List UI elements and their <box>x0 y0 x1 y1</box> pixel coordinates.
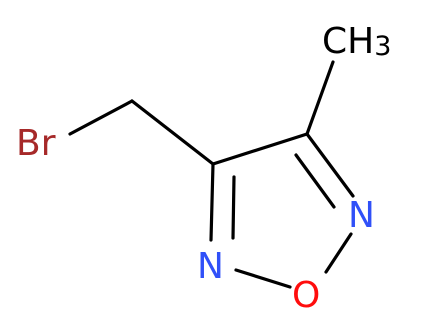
bond-br-ch2 <box>68 99 134 136</box>
oxygen-label: O <box>292 275 320 316</box>
bond-n-left-c3-2 <box>231 175 236 240</box>
bond-c4-ch3 <box>305 60 335 136</box>
bonds-group <box>68 60 355 289</box>
atom-labels: Br N N O CH3 <box>16 21 391 316</box>
methyl-symbol: CH <box>322 21 374 62</box>
bond-c3-c4 <box>211 132 309 166</box>
bond-c4-n-right-2 <box>294 153 336 209</box>
bond-n-left-c3-1 <box>209 162 215 242</box>
bond-n-right-o <box>324 232 353 274</box>
methyl-subscript: 3 <box>374 31 391 62</box>
methyl-label: CH3 <box>322 21 391 62</box>
bond-ch2-c3 <box>130 99 215 166</box>
nitrogen-left-label: N <box>197 246 224 287</box>
bromine-label: Br <box>16 123 56 164</box>
bond-c4-n-right-1 <box>305 132 355 198</box>
bond-o-n-left <box>234 268 292 289</box>
nitrogen-right-label: N <box>348 195 375 236</box>
